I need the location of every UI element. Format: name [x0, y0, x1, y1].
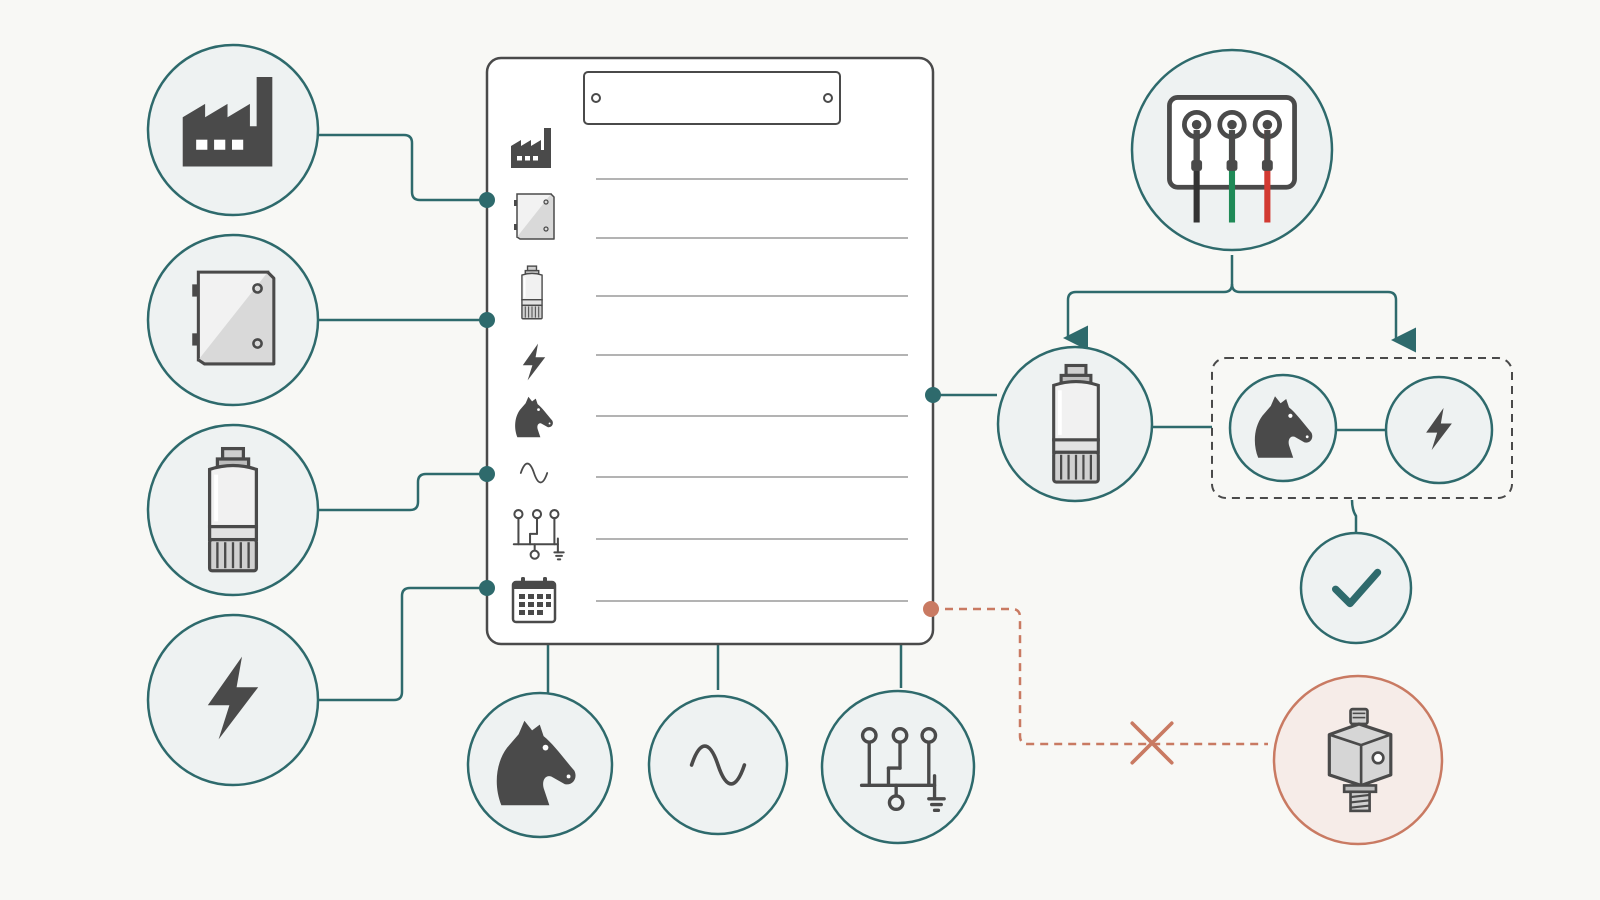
rejected-connection-dot	[923, 601, 939, 617]
connector-pump	[314, 472, 487, 512]
connection-dot	[479, 466, 495, 482]
connector-lines	[312, 133, 1416, 702]
submersible-pump-icon	[520, 265, 544, 320]
node-sine[interactable]	[647, 694, 789, 836]
option-group	[1211, 357, 1513, 499]
node-pump-right[interactable]	[996, 345, 1154, 503]
node-horse-right[interactable]	[1228, 373, 1338, 483]
node-wiring[interactable]	[820, 689, 976, 845]
node-factory[interactable]	[146, 43, 320, 217]
node-bolt-right[interactable]	[1384, 375, 1494, 485]
connector-terminal-split	[1063, 255, 1234, 351]
calendar-icon	[511, 575, 557, 624]
node-control-box[interactable]	[146, 233, 320, 407]
control-box-icon	[513, 193, 555, 240]
bottom-nodes	[466, 689, 976, 845]
right-nodes	[996, 48, 1513, 846]
node-horse[interactable]	[466, 691, 614, 839]
rejected-connector	[931, 607, 1268, 746]
node-pressure-switch[interactable]	[1272, 674, 1444, 846]
nameplate-border	[485, 56, 935, 646]
control-box-icon	[190, 270, 276, 366]
connector-factory	[312, 133, 487, 202]
submersible-pump-icon	[210, 449, 257, 571]
connector-terminal-split-right	[1230, 283, 1416, 353]
left-nodes	[146, 43, 320, 787]
nameplate-rivet-left	[591, 93, 601, 103]
nameplate-header	[583, 71, 841, 125]
node-bolt[interactable]	[146, 613, 320, 787]
node-terminal-block[interactable]	[1130, 48, 1334, 252]
nameplate-rivet-right	[823, 93, 833, 103]
connection-dot	[479, 312, 495, 328]
connector-group-check	[1350, 499, 1358, 532]
nameplate	[479, 56, 941, 646]
node-pump[interactable]	[146, 423, 320, 597]
submersible-pump-icon	[1054, 365, 1099, 482]
connection-dot	[479, 580, 495, 596]
cross-icon	[1130, 721, 1174, 765]
node-check[interactable]	[1299, 531, 1413, 645]
connection-dot	[479, 192, 495, 208]
connection-dot	[925, 387, 941, 403]
connector-bolt	[314, 586, 487, 702]
